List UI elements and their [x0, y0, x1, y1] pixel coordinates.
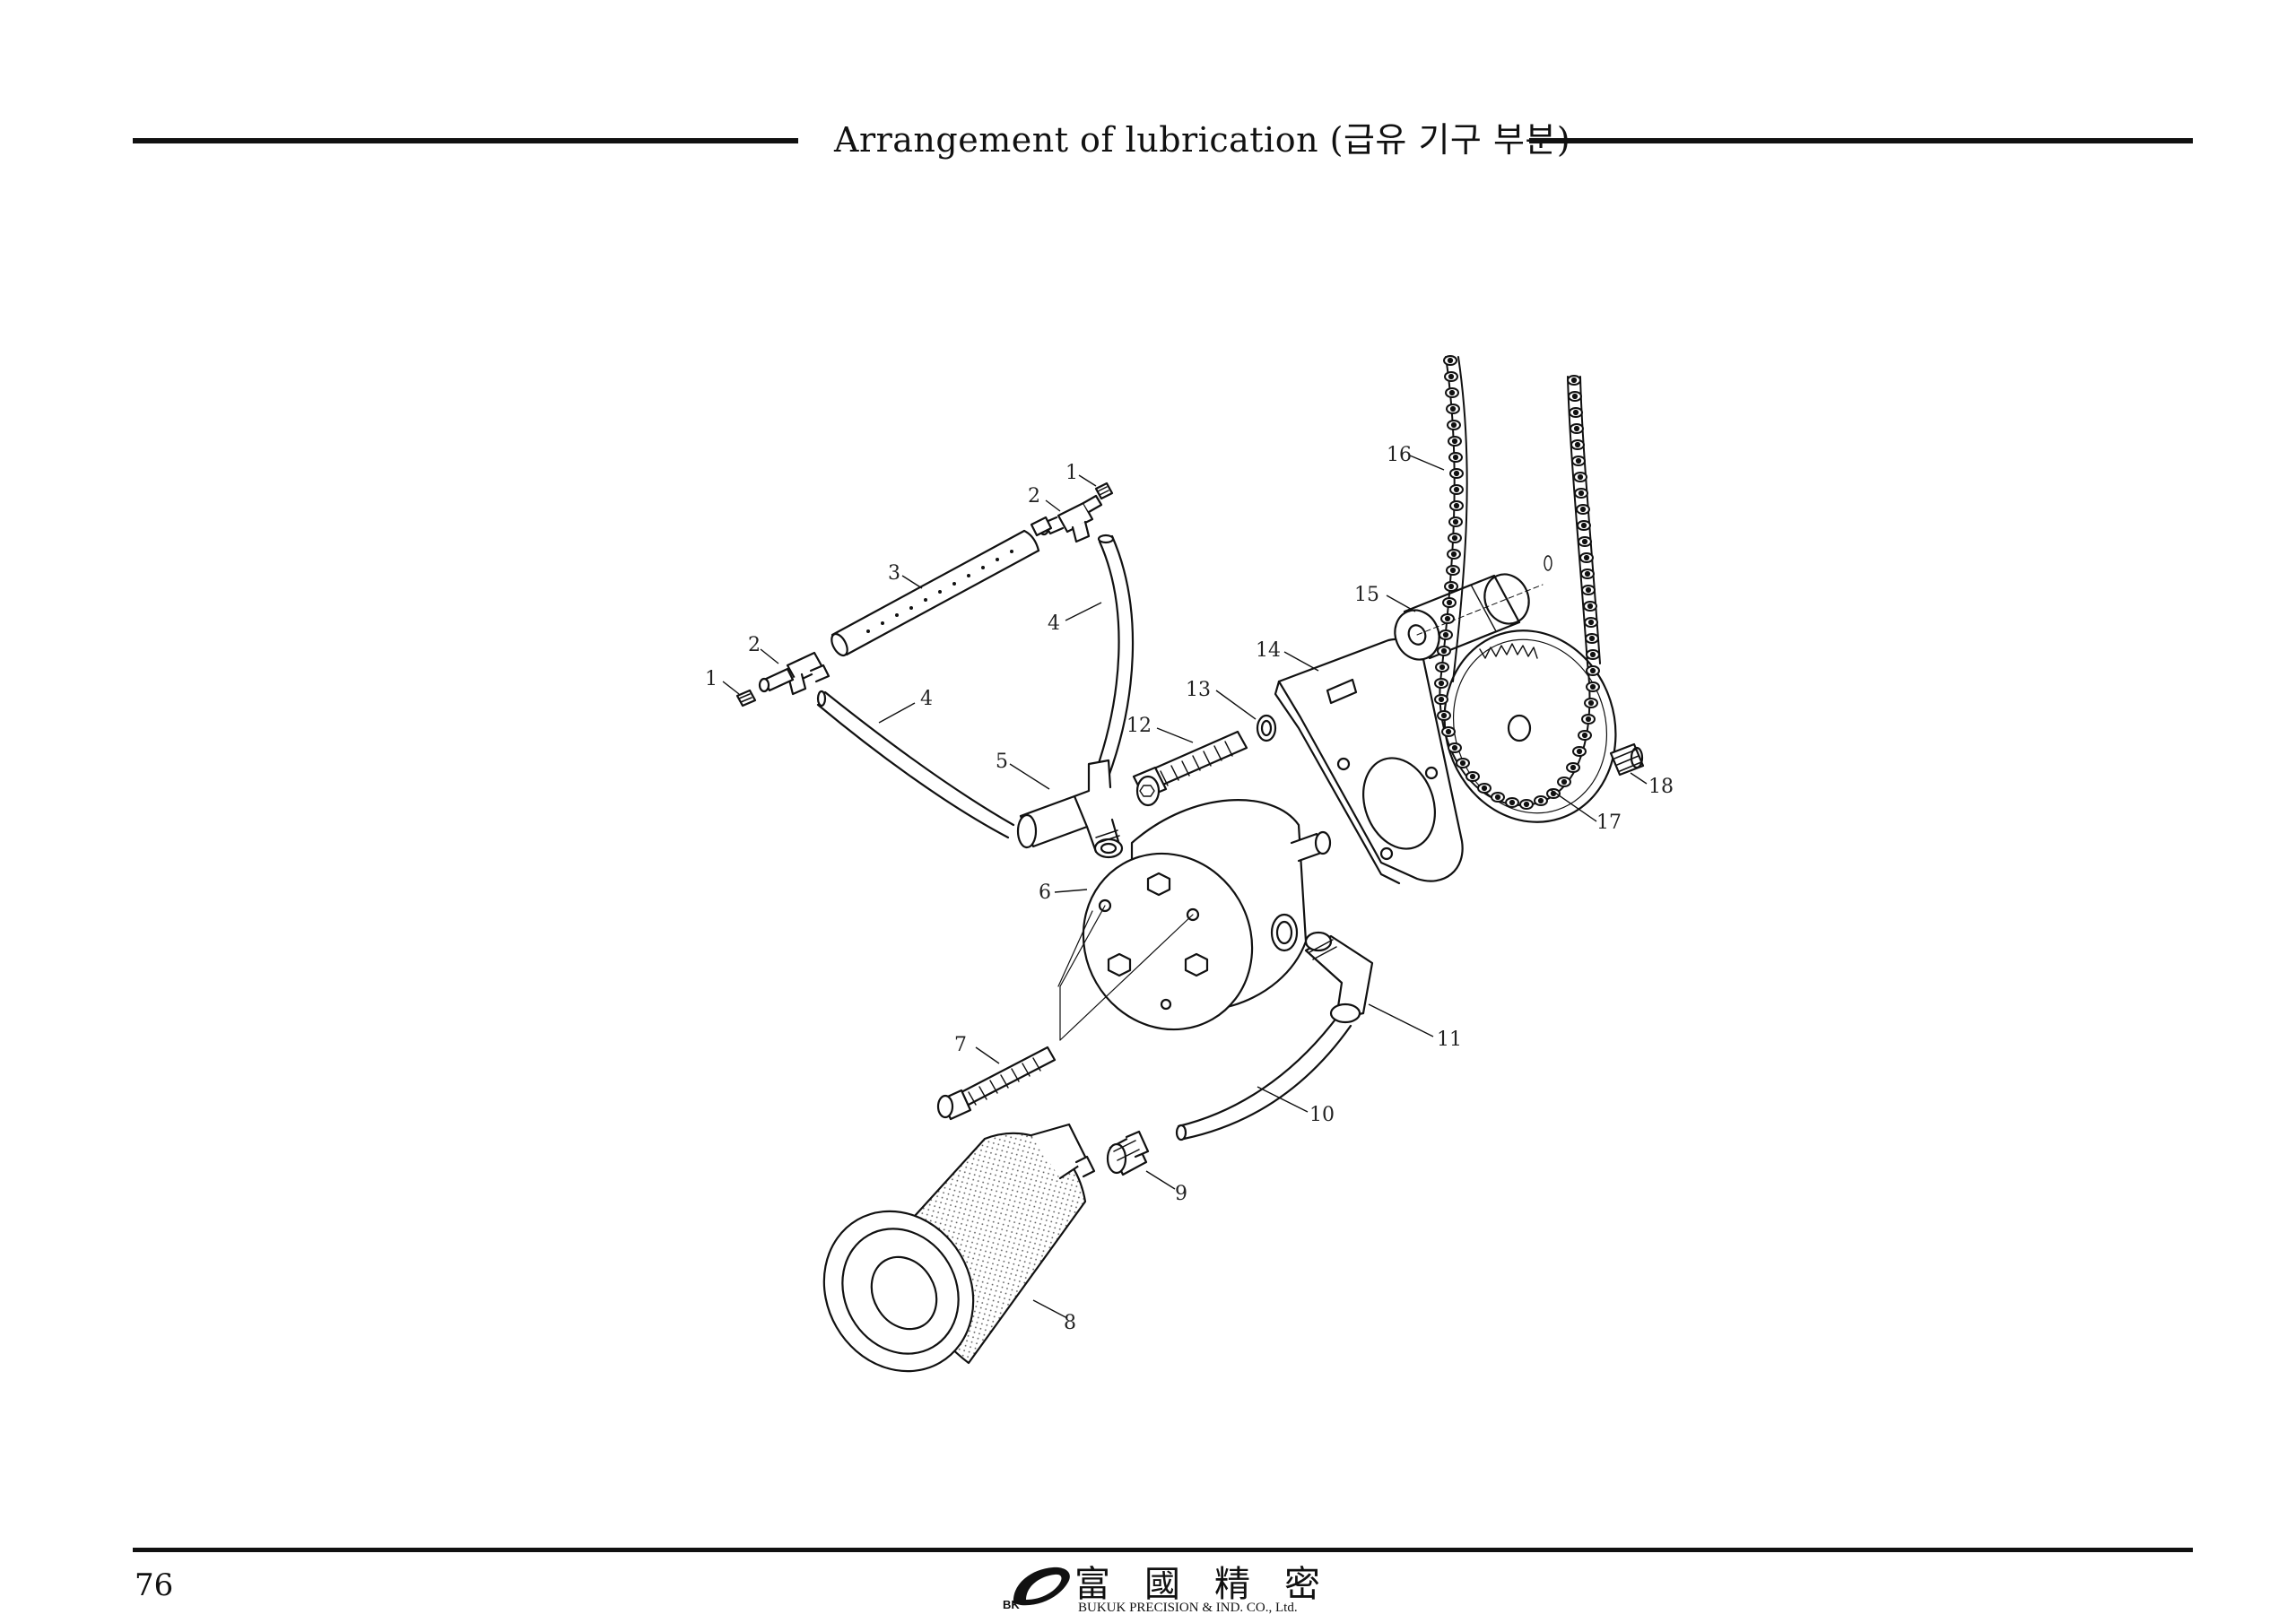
callout-6: 6 [1039, 881, 1051, 904]
part-8-strainer [822, 1123, 1096, 1373]
part-18-plug [1609, 742, 1645, 777]
callout-labels: 1 2 3 4 4 2 1 5 6 7 8 9 10 11 12 13 14 1… [705, 444, 1674, 1334]
part-5-tee-fitting [1016, 759, 1124, 859]
part-2-tee-lower [758, 651, 831, 696]
page-number: 76 [135, 1567, 174, 1603]
callout-18: 18 [1648, 776, 1674, 798]
callout-11: 11 [1437, 1028, 1462, 1051]
part-7-bolt [936, 1046, 1057, 1121]
part-4-hose-right [1094, 534, 1135, 778]
part-14-bracket [1274, 638, 1464, 885]
part-1-plug-upper [1094, 482, 1114, 500]
callout-10: 10 [1309, 1104, 1335, 1126]
company-name-hanja: 富國精密 [1074, 1564, 1354, 1605]
callout-2-upper: 2 [1028, 485, 1040, 508]
logo-mark-text: BK [1003, 1598, 1020, 1611]
callout-9: 9 [1175, 1183, 1187, 1205]
callout-15: 15 [1354, 584, 1379, 606]
part-9-nipple [1106, 1130, 1150, 1176]
part-15-shaft [1394, 555, 1552, 661]
callout-14: 14 [1256, 639, 1281, 662]
callout-4-right: 4 [1048, 612, 1060, 635]
callout-13: 13 [1186, 679, 1211, 701]
part-12-screw [1132, 730, 1248, 807]
callout-5: 5 [996, 751, 1008, 773]
part-1-plug-lower [735, 689, 757, 707]
callout-2-lower: 2 [748, 634, 761, 656]
callout-1-upper: 1 [1065, 462, 1078, 484]
footer-rule [133, 1548, 2193, 1552]
bukuk-logo-icon: BK [1003, 1567, 1070, 1611]
callout-16: 16 [1387, 444, 1412, 466]
company-name-english: BUKUK PRECISION & IND. CO., Ltd. [1078, 1601, 1298, 1615]
callout-8: 8 [1064, 1312, 1076, 1334]
header-rule-left [133, 138, 798, 143]
page-title: Arrangement of lubrication (급유 기구 부분) [834, 120, 1571, 160]
part-13-washer [1256, 714, 1277, 742]
part-11-elbow [1304, 931, 1374, 1024]
part-6-pump-body [1082, 799, 1332, 1031]
callout-7: 7 [954, 1034, 967, 1056]
part-2-tee-upper [1030, 494, 1103, 543]
bolt-alignment-lines [1057, 905, 1194, 1041]
callout-1-lower: 1 [705, 668, 718, 690]
callout-12: 12 [1126, 715, 1152, 737]
part-3-perforated-pipe [831, 529, 1040, 657]
header-rule-right [1529, 138, 2193, 143]
part-4-hose-left [816, 690, 1015, 839]
leader-lines [722, 455, 1648, 1319]
callout-17: 17 [1596, 812, 1622, 834]
callout-4-left: 4 [920, 688, 933, 710]
callout-3: 3 [888, 562, 900, 585]
